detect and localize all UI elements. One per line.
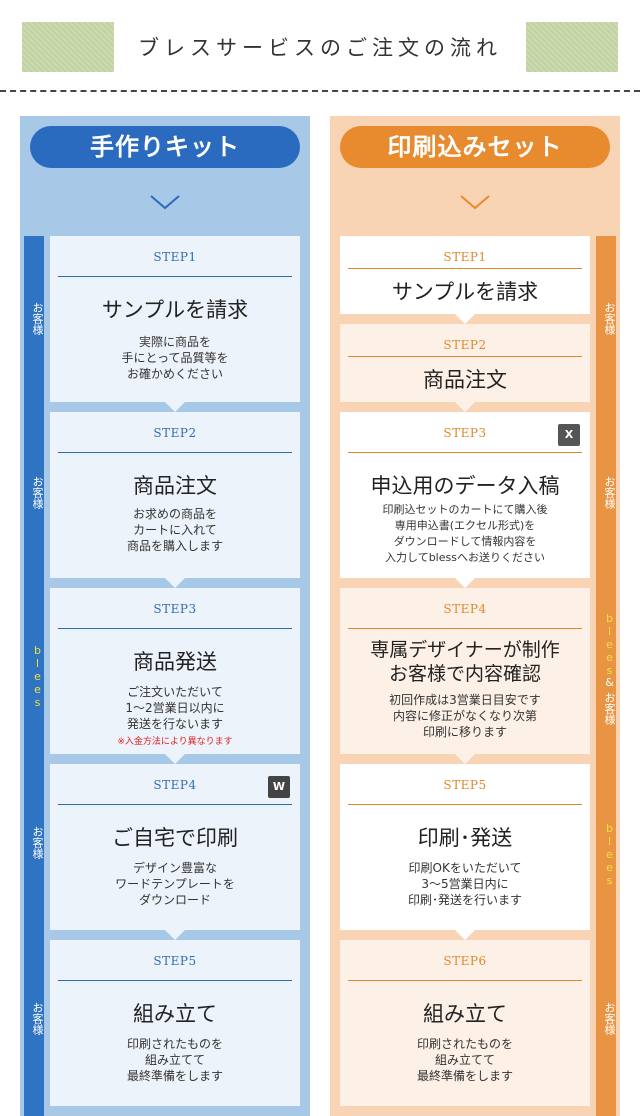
actor-label: お客様 bbox=[603, 302, 616, 335]
step-number: STEP3 bbox=[153, 602, 197, 616]
step-heading: 専属デザイナーが制作お客様で内容確認 bbox=[370, 639, 560, 685]
step-arrow bbox=[455, 314, 475, 324]
step-arrow bbox=[165, 930, 185, 940]
step-card: STEP2 商品注文 bbox=[340, 324, 590, 412]
divider bbox=[348, 356, 582, 357]
divider bbox=[58, 980, 292, 981]
step-number: STEP4 bbox=[443, 602, 487, 616]
divider bbox=[348, 452, 582, 453]
divider bbox=[348, 268, 582, 269]
actor-label: blees bbox=[603, 822, 616, 887]
step-card: STEP4 専属デザイナーが制作お客様で内容確認 初回作成は3営業日目安です内容… bbox=[340, 588, 590, 764]
step-heading: 組み立て bbox=[423, 1002, 507, 1026]
decorative-swatch bbox=[526, 22, 618, 72]
chevron-down-icon bbox=[150, 195, 180, 210]
step-arrow bbox=[455, 754, 475, 764]
step-number: STEP5 bbox=[443, 778, 487, 792]
step-heading: 商品注文 bbox=[423, 368, 507, 392]
step-description: 初回作成は3営業日目安です内容に修正がなくなり次第印刷に移ります bbox=[389, 693, 541, 739]
actor-label: blees bbox=[31, 644, 44, 709]
step-number: STEP2 bbox=[443, 338, 487, 352]
step-card: STEP3 X 申込用のデータ入稿 印刷込セットのカートにて購入後専用申込書(エ… bbox=[340, 412, 590, 588]
step-arrow bbox=[165, 754, 185, 764]
step-card: STEP1 サンプルを請求 実際に商品を手にとって品質等をお確かめください bbox=[50, 236, 300, 412]
step-number: STEP1 bbox=[153, 250, 197, 264]
step-number: STEP1 bbox=[443, 250, 487, 264]
decorative-swatch bbox=[22, 22, 114, 72]
step-arrow bbox=[455, 578, 475, 588]
step-description: 印刷されたものを組み立てて最終準備をします bbox=[126, 1037, 223, 1083]
step-heading: サンプルを請求 bbox=[101, 298, 249, 322]
actor-label: お客様 bbox=[31, 476, 44, 509]
step-heading: 申込用のデータ入稿 bbox=[370, 474, 560, 498]
step-heading: 印刷･発送 bbox=[417, 826, 513, 850]
actor-label: お客様 bbox=[31, 826, 44, 859]
actor-strip: お客様 お客様 blees & お客様 blees お客様 bbox=[596, 236, 616, 1116]
step-description: 印刷込セットのカートにて購入後専用申込書(エクセル形式)をダウンロードして情報内… bbox=[382, 503, 548, 564]
step-heading: 商品発送 bbox=[133, 650, 217, 674]
word-file-icon: W bbox=[268, 776, 290, 798]
step-description: 印刷されたものを組み立てて最終準備をします bbox=[416, 1037, 513, 1083]
actor-label: & bbox=[603, 676, 616, 689]
actor-label: blees bbox=[603, 612, 616, 677]
actor-label: お客様 bbox=[31, 302, 44, 335]
step-arrow bbox=[165, 578, 185, 588]
actor-strip: お客様 お客様 blees お客様 お客様 bbox=[24, 236, 44, 1116]
actor-label: お客様 bbox=[603, 692, 616, 725]
excel-file-icon: X bbox=[558, 424, 580, 446]
divider bbox=[58, 452, 292, 453]
step-description: デザイン豊富なワードテンプレートをダウンロード bbox=[115, 861, 235, 907]
step-note: ※入金方法により異なります bbox=[117, 737, 233, 747]
step-description: 実際に商品を手にとって品質等をお確かめください bbox=[121, 335, 229, 381]
actor-label: お客様 bbox=[603, 1002, 616, 1035]
column-title: 手作りキット bbox=[30, 126, 300, 168]
step-card: STEP1 サンプルを請求 bbox=[340, 236, 590, 324]
step-description: お求めの商品をカートに入れて商品を購入します bbox=[126, 507, 223, 553]
divider bbox=[348, 980, 582, 981]
divider bbox=[348, 628, 582, 629]
page-title: ブレスサービスのご注文の流れ bbox=[138, 36, 502, 60]
column-title: 印刷込みセット bbox=[340, 126, 610, 168]
step-number: STEP2 bbox=[153, 426, 197, 440]
actor-label: お客様 bbox=[603, 476, 616, 509]
step-heading: ご自宅で印刷 bbox=[112, 826, 238, 850]
divider bbox=[58, 804, 292, 805]
step-number: STEP5 bbox=[153, 954, 197, 968]
step-heading: 組み立て bbox=[133, 1002, 217, 1026]
divider bbox=[348, 804, 582, 805]
chevron-down-icon bbox=[460, 195, 490, 210]
divider bbox=[58, 628, 292, 629]
page-header: ブレスサービスのご注文の流れ bbox=[0, 0, 640, 96]
divider bbox=[0, 90, 640, 92]
step-number: STEP6 bbox=[443, 954, 487, 968]
handmade-kit-column: 手作りキット お客様 お客様 blees お客様 お客様 STEP1 サンプルを… bbox=[20, 116, 310, 1116]
step-heading: 商品注文 bbox=[133, 474, 217, 498]
divider bbox=[58, 276, 292, 277]
actor-label: お客様 bbox=[31, 1002, 44, 1035]
step-number: STEP3 bbox=[443, 426, 487, 440]
step-arrow bbox=[455, 402, 475, 412]
step-card: STEP2 商品注文 お求めの商品をカートに入れて商品を購入します bbox=[50, 412, 300, 588]
step-card: STEP6 組み立て 印刷されたものを組み立てて最終準備をします bbox=[340, 940, 590, 1106]
step-card: STEP5 組み立て 印刷されたものを組み立てて最終準備をします bbox=[50, 940, 300, 1106]
step-heading: サンプルを請求 bbox=[391, 280, 539, 304]
step-arrow bbox=[455, 930, 475, 940]
print-set-column: 印刷込みセット お客様 お客様 blees & お客様 blees お客様 ST… bbox=[330, 116, 620, 1116]
step-number: STEP4 bbox=[153, 778, 197, 792]
step-card: STEP4 W ご自宅で印刷 デザイン豊富なワードテンプレートをダウンロード bbox=[50, 764, 300, 940]
step-arrow bbox=[165, 402, 185, 412]
